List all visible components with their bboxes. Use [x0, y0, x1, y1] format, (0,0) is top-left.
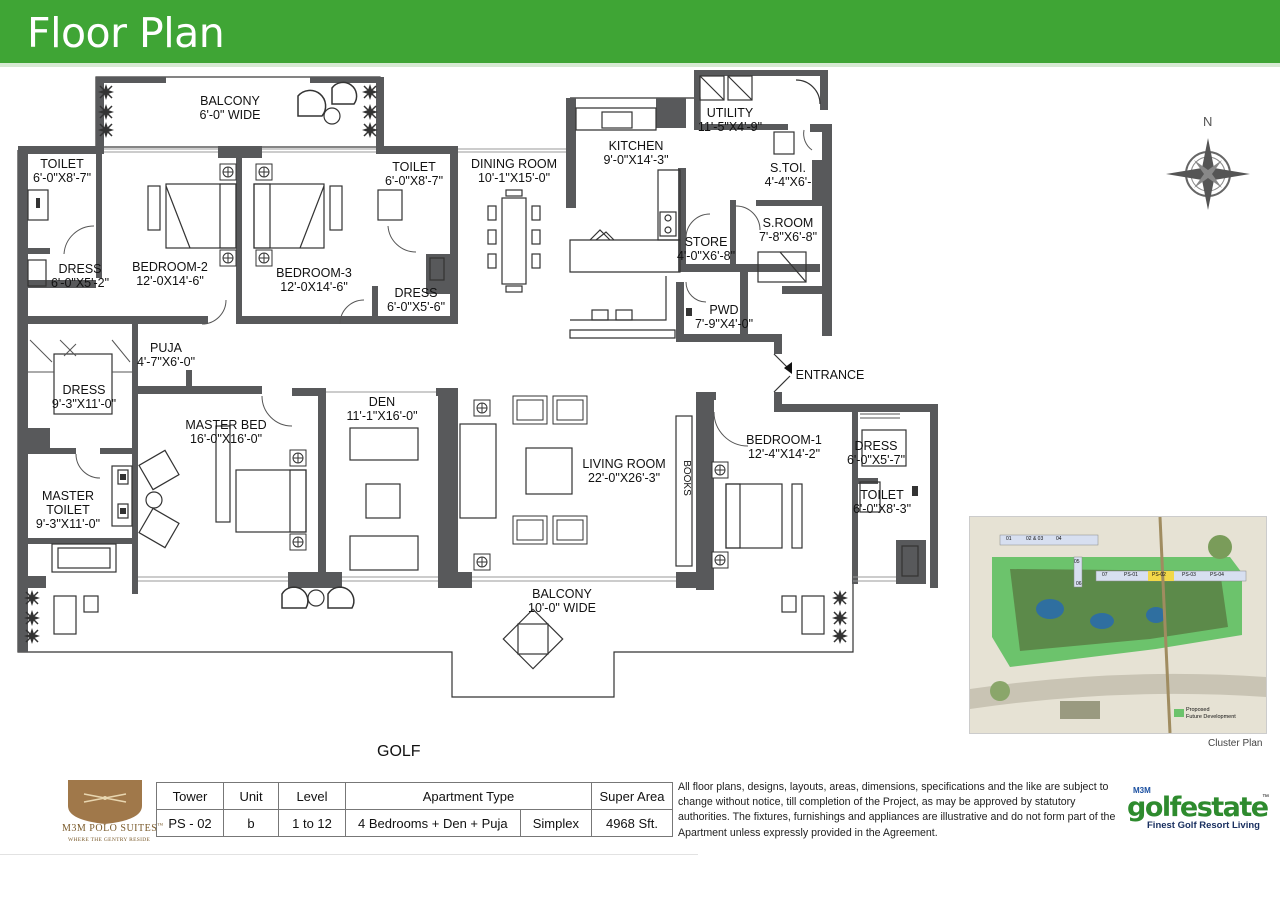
cluster-plan-map: 01 02 & 03 04 07 PS-01 PS-02 PS-03 PS-04…	[969, 516, 1267, 734]
header-apartment-type: Apartment Type	[345, 782, 592, 810]
unit-info-table: Tower Unit Level Apartment Type Super Ar…	[156, 782, 673, 837]
cluster-legend-future: Future Development	[1186, 714, 1236, 720]
cluster-unit-ps03: PS-03	[1182, 572, 1196, 578]
cluster-unit-05: 05	[1074, 559, 1080, 565]
cluster-plan-caption: Cluster Plan	[1208, 738, 1263, 749]
north-label: N	[1203, 114, 1213, 129]
books-label: BOOKS	[681, 460, 692, 496]
header-level: Level	[278, 782, 346, 810]
cell-subtype: Simplex	[519, 809, 593, 837]
golf-label: GOLF	[377, 743, 421, 760]
header-unit: Unit	[223, 782, 279, 810]
table-header-row: Tower Unit Level Apartment Type Super Ar…	[156, 782, 673, 810]
golfestate-m3m-mark: M3M	[1133, 786, 1151, 795]
entrance-arrow-icon	[784, 362, 792, 374]
cell-unit: b	[223, 809, 279, 837]
disclaimer-text: All floor plans, designs, layouts, areas…	[678, 781, 1116, 839]
cell-apartment-type: 4 Bedrooms + Den + Puja	[345, 809, 521, 837]
m3m-polo-suites-logo	[68, 780, 142, 824]
cell-tower: PS - 02	[156, 809, 224, 837]
header-tower: Tower	[156, 782, 224, 810]
cluster-unit-01: 01	[1006, 536, 1012, 542]
cluster-unit-ps02: PS-02	[1152, 572, 1166, 578]
header-super-area: Super Area	[591, 782, 673, 810]
table-row: PS - 02 b 1 to 12 4 Bedrooms + Den + Puj…	[156, 809, 673, 837]
cluster-unit-07: 07	[1102, 572, 1108, 578]
golfestate-tm: ™	[1262, 794, 1269, 801]
cell-super-area: 4968 Sft.	[591, 809, 673, 837]
room-label-s-toi: S.TOI.4'-4"X6'-	[765, 161, 812, 189]
header-divider	[0, 63, 1280, 67]
cluster-unit-06: 06	[1076, 581, 1082, 587]
compass-icon	[1166, 138, 1250, 210]
m3m-polo-suites-tagline: WHERE THE GENTRY RESIDE	[68, 837, 151, 843]
cluster-unit-ps01: PS-01	[1124, 572, 1138, 578]
footer-divider	[0, 854, 698, 855]
m3m-polo-suites-name: M3M POLO SUITES™	[62, 823, 164, 834]
entrance-label: ENTRANCE	[796, 368, 865, 382]
golfestate-tagline: Finest Golf Resort Living	[1147, 820, 1260, 831]
cluster-unit-02-03: 02 & 03	[1026, 536, 1044, 542]
cluster-unit-04: 04	[1056, 536, 1062, 542]
cluster-legend-proposed: Proposed	[1186, 707, 1210, 713]
cell-level: 1 to 12	[278, 809, 346, 837]
page-title: Floor Plan	[27, 9, 225, 57]
header-bar	[0, 0, 1280, 63]
cluster-unit-ps04: PS-04	[1210, 572, 1224, 578]
golfestate-logo: golfestate	[1127, 792, 1269, 823]
